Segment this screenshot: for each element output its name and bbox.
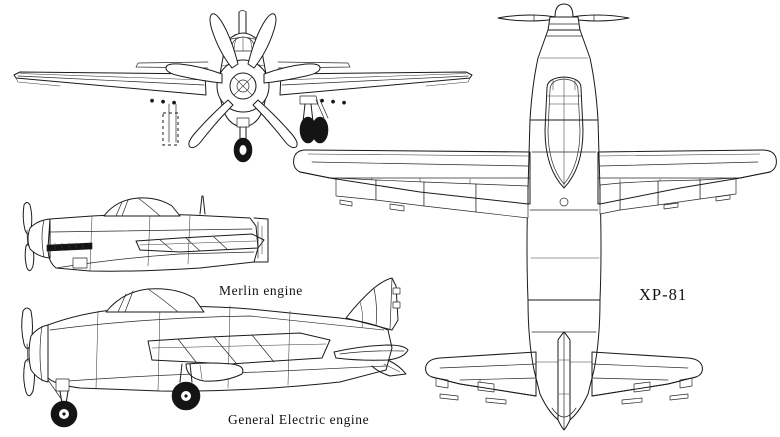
side-view-ge [21,277,409,428]
plan-propeller [497,3,630,22]
front-view-nose-gear [233,117,253,163]
plan-left-wing [293,149,531,219]
merlin-canopy [103,197,181,217]
merlin-wing [135,233,265,253]
merlin-spinner [27,218,51,259]
merlin-exhaust-stubs [46,242,93,252]
front-view-right-wing [279,71,473,105]
side-view-merlin [22,195,269,272]
ge-canopy [105,288,205,313]
ge-nose-gear [47,378,78,428]
plan-canopy [544,76,584,189]
plan-tail-cone [551,407,577,418]
front-view-right-main-gear [299,95,329,144]
ge-horizontal-stabilizer [333,344,409,361]
plan-view [293,3,777,431]
front-view-left-wing [13,71,207,105]
ge-vertical-fin [345,277,399,331]
plan-right-stabilizer [591,351,703,405]
plan-vertical-fin [557,331,571,431]
plan-spinner [547,16,581,31]
front-view [13,10,473,163]
ge-spinner [28,324,49,383]
ge-underwing-fairing [185,362,244,382]
ge-tail-cone [371,359,407,377]
front-view-propeller [165,13,321,149]
merlin-access-panel [72,257,88,269]
caption-general-electric-engine: General Electric engine [228,412,370,427]
merlin-rear-fuselage [253,217,269,263]
plan-right-wing [597,149,777,215]
ge-rudder-hinges [392,287,401,309]
merlin-antenna [199,195,206,215]
caption-aircraft-designation: XP-81 [639,285,688,304]
ge-wing [147,332,331,365]
ge-main-gear [171,363,201,411]
plan-left-stabilizer [425,351,537,405]
caption-merlin-engine: Merlin engine [219,283,303,298]
front-view-spinner [216,59,270,113]
front-view-left-main-gear [162,103,179,146]
